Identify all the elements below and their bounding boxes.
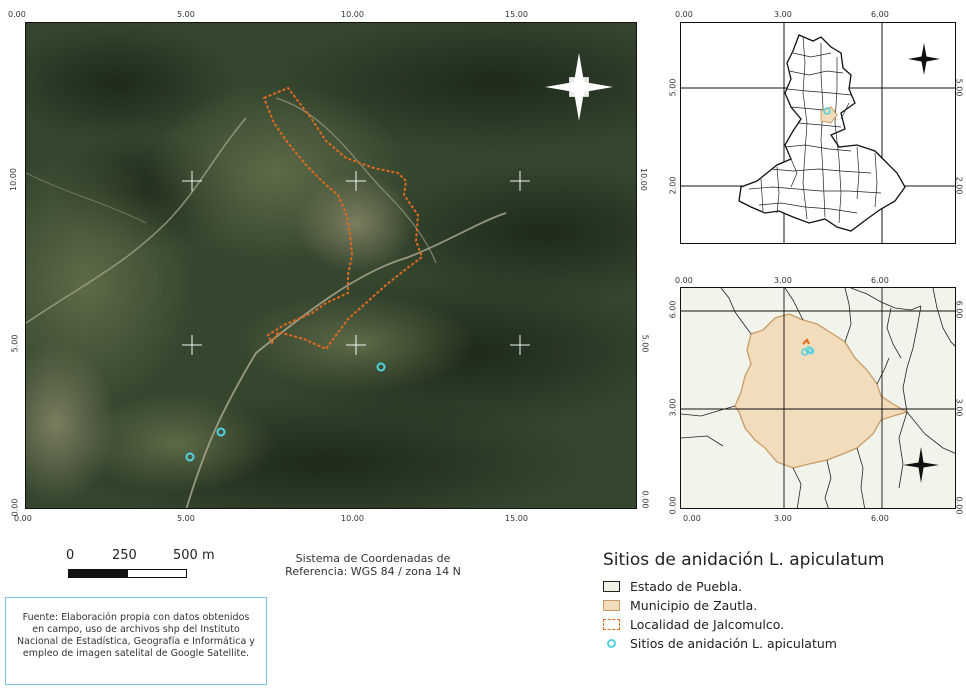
zautla-tick-left-2: 0.00 xyxy=(668,496,678,515)
main-tick-bottom-3: 15.00 xyxy=(505,514,528,523)
main-tick-left-0: 10.00 xyxy=(8,168,18,191)
legend: Sitios de anidación L. apiculatum Estado… xyxy=(603,550,958,653)
zautla-highlight xyxy=(820,106,838,124)
crs-line-2: Referencia: WGS 84 / zona 14 N xyxy=(285,565,461,578)
zautla-tick-right-1: 3.00 xyxy=(954,398,964,417)
north-arrow-icon xyxy=(908,43,940,75)
main-tick-right-2: 0.00 xyxy=(640,490,650,509)
source-line-3: Nacional de Estadística, Geografía e Inf… xyxy=(17,636,255,647)
crs-text: Sistema de Coordenadas de Referencia: WG… xyxy=(268,552,478,578)
main-tick-left-1: 5.00 xyxy=(10,334,20,353)
puebla-tick-top-1: 3.00 xyxy=(774,10,792,19)
main-tick-left-2: 0.00 xyxy=(10,498,20,517)
grid-crosses xyxy=(182,171,530,355)
main-tick-right-0: 10.00 xyxy=(638,168,648,191)
zautla-tick-left-0: 6.00 xyxy=(668,300,678,319)
zautla-tick-left-1: 3.00 xyxy=(668,398,678,417)
main-tick-top-2: 10.00 xyxy=(341,10,364,19)
neighbour-boundaries xyxy=(681,288,955,508)
legend-label-municipio: Municipio de Zautla. xyxy=(630,598,758,613)
puebla-municipal-boundaries xyxy=(748,36,882,224)
zautla-tick-bottom-1: 3.00 xyxy=(774,514,792,523)
source-line-4: empleo de imagen satelital de Google Sat… xyxy=(22,648,250,659)
zautla-tick-bottom-2: 6.00 xyxy=(871,514,889,523)
zautla-tick-top-1: 3.00 xyxy=(774,276,792,285)
legend-swatch-municipio xyxy=(603,600,620,611)
puebla-state-outline xyxy=(738,34,906,232)
main-tick-bottom-2: 10.00 xyxy=(341,514,364,523)
zautla-tick-right-0: 6.00 xyxy=(954,300,964,319)
legend-item-municipio: Municipio de Zautla. xyxy=(603,596,958,615)
legend-item-estado: Estado de Puebla. xyxy=(603,577,958,596)
main-tick-top-0: 0.00 xyxy=(8,10,26,19)
scale-bar: 0 250 500 m xyxy=(60,548,260,578)
inset-puebla-frame[interactable] xyxy=(680,22,956,244)
source-line-1: Fuente: Elaboración propia con datos obt… xyxy=(22,612,250,623)
legend-item-localidad: Localidad de Jalcomulco. xyxy=(603,615,958,634)
north-arrow-icon xyxy=(903,447,939,483)
puebla-tick-left-1: 2.00 xyxy=(668,176,678,195)
puebla-tick-left-0: 5.00 xyxy=(668,78,678,97)
zautla-tick-right-2: 0.00 xyxy=(954,496,964,515)
source-line-2: en campo, uso de archivos shp del Instit… xyxy=(32,624,240,635)
zautla-municipio xyxy=(734,313,909,469)
north-arrow-icon xyxy=(545,53,613,121)
crs-line-1: Sistema de Coordenadas de xyxy=(295,552,451,565)
puebla-tick-right-0: 5.00 xyxy=(954,78,964,97)
puebla-tick-top-0: 0.00 xyxy=(675,10,693,19)
scale-segment-light xyxy=(127,569,187,578)
locality-outline xyxy=(262,86,424,351)
source-box: Fuente: Elaboración propia con datos obt… xyxy=(5,597,267,685)
legend-swatch-estado xyxy=(603,581,620,592)
legend-swatch-localidad xyxy=(603,619,620,630)
zautla-tick-top-2: 6.00 xyxy=(871,276,889,285)
legend-swatch-sitio xyxy=(603,638,620,649)
zautla-nest-sites xyxy=(801,346,815,356)
puebla-tick-right-1: 2.00 xyxy=(954,176,964,195)
satellite-image xyxy=(26,23,636,508)
legend-item-sitios: Sitios de anidación L. apiculatum xyxy=(603,634,958,653)
scale-label-0: 0 xyxy=(66,548,75,563)
puebla-map xyxy=(681,23,955,243)
main-tick-top-1: 5.00 xyxy=(177,10,195,19)
main-tick-top-3: 15.00 xyxy=(505,10,528,19)
scale-label-250: 250 xyxy=(112,548,137,563)
scale-label-500: 500 m xyxy=(173,548,215,563)
nest-site-icon xyxy=(607,639,616,648)
scale-segment-dark xyxy=(68,569,128,578)
zautla-tick-bottom-0: 0.00 xyxy=(683,514,701,523)
legend-title: Sitios de anidación L. apiculatum xyxy=(603,550,885,570)
main-map-frame[interactable] xyxy=(25,22,637,509)
legend-label-estado: Estado de Puebla. xyxy=(630,579,743,594)
nest-sites xyxy=(185,362,386,462)
main-tick-bottom-1: 5.00 xyxy=(177,514,195,523)
puebla-tick-top-2: 6.00 xyxy=(871,10,889,19)
zautla-grid-lines xyxy=(681,288,955,508)
legend-label-sitios: Sitios de anidación L. apiculatum xyxy=(630,636,837,651)
zautla-tick-top-0: 0.00 xyxy=(675,276,693,285)
zautla-map xyxy=(681,288,955,508)
main-tick-bottom-0: 0.00 xyxy=(14,514,32,523)
legend-label-localidad: Localidad de Jalcomulco. xyxy=(630,617,785,632)
inset-zautla-frame[interactable] xyxy=(680,287,956,509)
main-tick-right-1: 5.00 xyxy=(640,334,650,353)
